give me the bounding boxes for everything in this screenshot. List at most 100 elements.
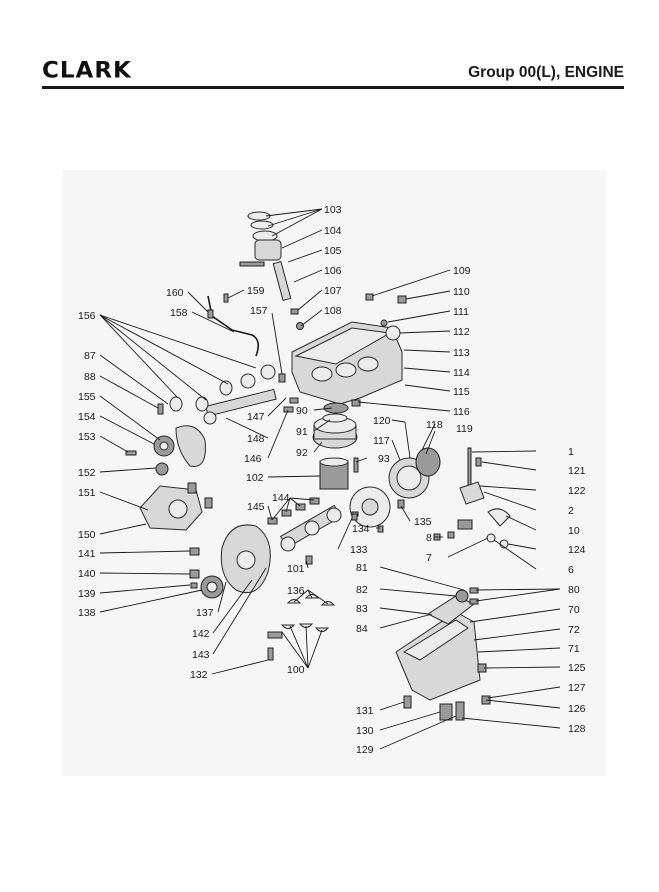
callout-93: 93 [378, 453, 390, 465]
callout-117: 117 [373, 435, 390, 447]
callout-147: 147 [247, 411, 265, 423]
callout-88: 88 [84, 371, 96, 383]
piston-rings-illustration [239, 211, 304, 330]
callout-7: 7 [426, 552, 432, 564]
leader-lines [99, 208, 561, 750]
callout-107: 107 [324, 285, 342, 297]
page-header: CLARK Group 00(L), ENGINE [42, 56, 624, 90]
piston-pin [239, 261, 265, 267]
callout-72: 72 [568, 624, 580, 636]
timing-gears-illustration [125, 425, 206, 476]
callout-105: 105 [324, 245, 342, 257]
callout-82: 82 [356, 584, 368, 596]
callout-133: 133 [350, 544, 368, 556]
callout-109: 109 [453, 265, 471, 277]
callout-83: 83 [356, 603, 368, 615]
callout-102: 102 [246, 472, 264, 484]
callout-119: 119 [456, 423, 473, 435]
callout-153: 153 [78, 431, 96, 443]
rod-bearing [290, 308, 299, 315]
callout-106: 106 [324, 265, 342, 277]
callout-6: 6 [568, 564, 574, 576]
callout-87: 87 [84, 350, 96, 362]
callout-130: 130 [356, 725, 374, 737]
ring-top [247, 211, 271, 221]
group-title: Group 00(L), ENGINE [468, 64, 624, 81]
callout-138: 138 [78, 607, 96, 619]
callout-2: 2 [568, 505, 574, 517]
callout-151: 151 [78, 487, 96, 499]
callout-126: 126 [568, 703, 586, 715]
callout-148: 148 [247, 433, 265, 445]
callout-111: 111 [453, 306, 469, 318]
callout-81: 81 [356, 562, 368, 574]
callout-156: 156 [78, 310, 96, 322]
callout-112: 112 [453, 326, 470, 338]
callout-159: 159 [247, 285, 265, 297]
callout-146: 146 [244, 453, 262, 465]
callout-121: 121 [568, 465, 586, 477]
rod-nut [296, 322, 304, 330]
callout-115: 115 [453, 386, 470, 398]
water-pump-illustration [139, 482, 213, 531]
ring-mid [250, 220, 274, 230]
callout-91: 91 [296, 426, 308, 438]
callout-132: 132 [190, 669, 208, 681]
callout-125: 125 [568, 662, 586, 674]
callout-113: 113 [453, 347, 470, 359]
callout-128: 128 [568, 723, 586, 735]
callout-144: 144 [272, 492, 290, 504]
callout-152: 152 [78, 467, 96, 479]
callout-10: 10 [568, 525, 580, 537]
callout-80: 80 [568, 584, 580, 596]
callout-154: 154 [78, 411, 96, 423]
callout-71: 71 [568, 643, 580, 655]
header-rule [42, 86, 624, 89]
callout-100: 100 [287, 664, 305, 676]
callout-143: 143 [192, 649, 210, 661]
connecting-rod [272, 260, 292, 302]
callout-140: 140 [78, 568, 96, 580]
callout-135: 135 [414, 516, 432, 528]
bearings-illustration [267, 594, 336, 661]
callout-137: 137 [196, 607, 214, 619]
callout-158: 158 [170, 307, 188, 319]
callout-110: 110 [453, 286, 470, 298]
callout-101: 101 [287, 563, 305, 575]
timing-cover-illustration [189, 524, 271, 599]
callout-134: 134 [352, 523, 370, 535]
callout-104: 104 [324, 225, 342, 237]
callout-157: 157 [250, 305, 268, 317]
callout-150: 150 [78, 529, 96, 541]
oil-filter-illustration [312, 402, 359, 490]
camshaft-illustration [169, 364, 277, 425]
callout-108: 108 [324, 305, 342, 317]
callout-8: 8 [426, 532, 432, 544]
callout-136: 136 [287, 585, 305, 597]
callout-labels: 103 104 105 106 107 108 109 110 111 112 … [78, 204, 586, 756]
callout-122: 122 [568, 485, 586, 497]
callout-84: 84 [356, 623, 368, 635]
callout-114: 114 [453, 367, 470, 379]
callout-124: 124 [568, 544, 586, 556]
clark-logo: CLARK [42, 58, 132, 84]
callout-145: 145 [247, 501, 265, 513]
callout-155: 155 [78, 391, 96, 403]
callout-129: 129 [356, 744, 374, 756]
callout-139: 139 [78, 588, 96, 600]
engine-block-illustration [291, 293, 407, 405]
piston [254, 239, 282, 261]
callout-141: 141 [78, 548, 96, 560]
callout-103: 103 [324, 204, 342, 216]
crankshaft-illustration [267, 497, 342, 552]
oil-pan-illustration [395, 587, 491, 721]
callout-92: 92 [296, 447, 308, 459]
callout-118: 118 [426, 419, 443, 431]
callout-160: 160 [166, 287, 184, 299]
callout-142: 142 [192, 628, 210, 640]
callout-1: 1 [568, 446, 574, 458]
callout-127: 127 [568, 682, 586, 694]
callout-70: 70 [568, 604, 580, 616]
oil-pump-illustration [447, 447, 511, 549]
